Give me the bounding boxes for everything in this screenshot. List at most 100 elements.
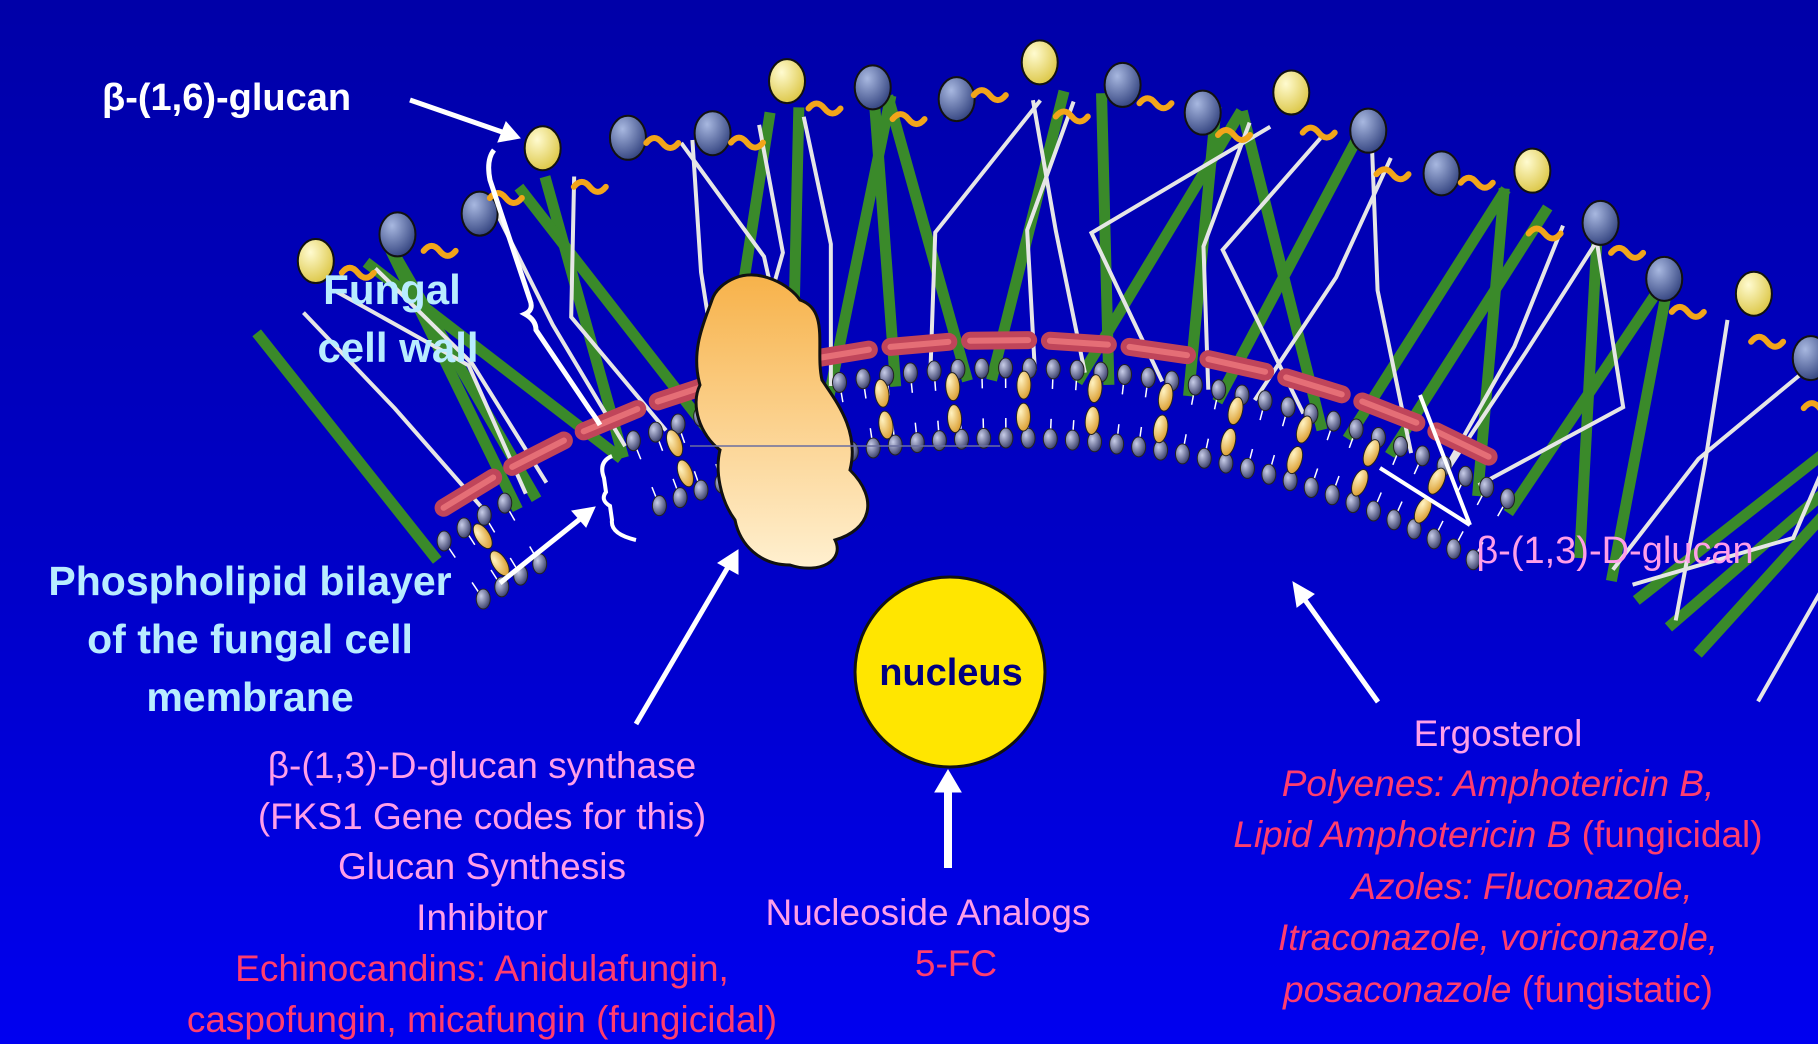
ergosterol-label: Ergosterol	[1414, 713, 1583, 754]
polyenes-line1: Polyenes: Amphotericin B,	[1282, 763, 1715, 804]
lipid-head	[1046, 359, 1060, 379]
lipid-head	[1212, 380, 1226, 400]
lipid-head	[1447, 539, 1461, 559]
lipid-head	[437, 531, 451, 551]
lipid-head	[1132, 437, 1146, 457]
ergosterol-molecule	[1087, 374, 1103, 403]
blue-mannoprotein	[939, 77, 975, 121]
nucleoside-analogs-label: Nucleoside Analogs	[766, 892, 1091, 933]
lipid-head	[1197, 448, 1211, 468]
lipid-head	[1427, 529, 1441, 549]
lipid-head	[1458, 466, 1472, 486]
blue-mannoprotein	[1105, 63, 1141, 107]
lipid-head	[652, 496, 666, 516]
lipid-head	[649, 422, 663, 442]
phospholipid-bilayer	[437, 358, 1514, 609]
yellow-mannoprotein	[1022, 40, 1058, 84]
membrane-protein-highlight	[1050, 341, 1108, 345]
ergosterol-molecule	[674, 458, 697, 489]
lipid-head	[932, 431, 946, 451]
bilayer-label-line3: membrane	[146, 674, 353, 720]
lipid-head	[999, 428, 1013, 448]
beta-1-6-glucan-chain	[809, 103, 841, 113]
lipid-amphotericin: Lipid Amphotericin B	[1233, 814, 1571, 855]
yellow-mannoprotein	[769, 59, 805, 103]
beta-1-6-glucan-chain	[1303, 128, 1335, 138]
ergosterol-molecule	[877, 410, 894, 440]
yellow-mannoprotein	[525, 126, 561, 170]
lipid-head	[1387, 510, 1401, 530]
lipid-head	[1367, 501, 1381, 521]
azoles-line3: posaconazole (fungistatic)	[1282, 969, 1713, 1010]
blue-mannoprotein	[1793, 336, 1818, 380]
lipid-head	[975, 358, 989, 378]
lipid-head	[1325, 485, 1339, 505]
beta-1-6-glucan-chain	[574, 182, 606, 192]
beta-1-6-glucan-chain	[1804, 403, 1818, 413]
lipid-head	[1110, 434, 1124, 454]
beta-1-6-glucan-chain	[731, 138, 763, 148]
echinocandins-line1: Echinocandins: Anidulafungin,	[235, 948, 729, 989]
yellow-mannoprotein	[1736, 272, 1772, 316]
fungal-cell-wall-label-line2: cell wall	[317, 324, 478, 371]
yellow-mannoprotein	[1514, 149, 1550, 193]
fungistatic-note: (fungistatic)	[1511, 969, 1713, 1010]
lipid-head	[1240, 458, 1254, 478]
lipid-head	[1281, 397, 1295, 417]
lipid-head	[457, 518, 471, 538]
ergosterol-molecule	[1218, 427, 1238, 457]
lipid-head	[1154, 440, 1168, 460]
lipid-head	[1141, 367, 1155, 387]
yellow-mannoprotein	[1273, 71, 1309, 115]
blue-mannoprotein	[855, 65, 891, 109]
lipid-head	[1175, 444, 1189, 464]
ergosterol-molecule	[1017, 371, 1031, 399]
membrane-protein-highlight	[970, 340, 1028, 341]
beta-1-6-glucan-label: β-(1,6)-glucan	[102, 77, 351, 119]
lipid-head	[498, 493, 512, 513]
beta-1-6-glucan-chain	[1751, 337, 1783, 347]
ergosterol-molecule	[1152, 414, 1170, 444]
lipid-head	[1394, 436, 1408, 456]
beta-1-6-glucan-chain	[974, 90, 1006, 100]
blue-mannoprotein	[1185, 91, 1221, 135]
bilayer-label-line2: of the fungal cell	[87, 616, 413, 662]
membrane-protein-highlight	[444, 478, 494, 508]
blue-mannoprotein	[1350, 109, 1386, 153]
ergosterol-molecule	[1284, 445, 1306, 476]
lipid-head	[1304, 477, 1318, 497]
lipid-head	[866, 438, 880, 458]
five-fc-label: 5-FC	[915, 943, 997, 984]
echinocandins-line2: caspofungin, micafungin (fungicidal)	[187, 999, 777, 1040]
lipid-head	[673, 488, 687, 508]
lipid-head	[927, 361, 941, 381]
lipid-head	[1327, 411, 1341, 431]
lipid-head	[1070, 360, 1084, 380]
lipid-head	[1480, 477, 1494, 497]
lipid-head	[856, 369, 870, 389]
synthase-line4: Inhibitor	[416, 897, 548, 938]
lipid-head	[1043, 429, 1057, 449]
lipid-head	[1188, 375, 1202, 395]
blue-mannoprotein	[1424, 151, 1460, 195]
beta-1-6-glucan-chain	[1139, 98, 1171, 108]
lipid-head	[477, 505, 491, 525]
azoles-line2: Itraconazole, voriconazole,	[1278, 917, 1718, 958]
beta-1-6-glucan-chain	[1461, 178, 1493, 188]
lipid-head	[910, 433, 924, 453]
polyenes-line2: Lipid Amphotericin B (fungicidal)	[1233, 814, 1762, 855]
beta-1-6-glucan-chain	[1672, 307, 1704, 317]
lipid-head	[832, 372, 846, 392]
blue-mannoprotein	[695, 111, 731, 155]
blue-mannoprotein	[1646, 257, 1682, 301]
lipid-head	[903, 363, 917, 383]
lipid-head	[1088, 432, 1102, 452]
lipid-head	[626, 431, 640, 451]
synthase-line2: (FKS1 Gene codes for this)	[258, 796, 706, 837]
ergosterol-molecule	[1084, 406, 1100, 435]
fungicidal-note: (fungicidal)	[1571, 814, 1762, 855]
beta-1-3-d-glucan-label: β-(1,3)-D-glucan	[1476, 530, 1753, 572]
lipid-head	[1415, 446, 1429, 466]
posaconazole: posaconazole	[1282, 969, 1511, 1010]
